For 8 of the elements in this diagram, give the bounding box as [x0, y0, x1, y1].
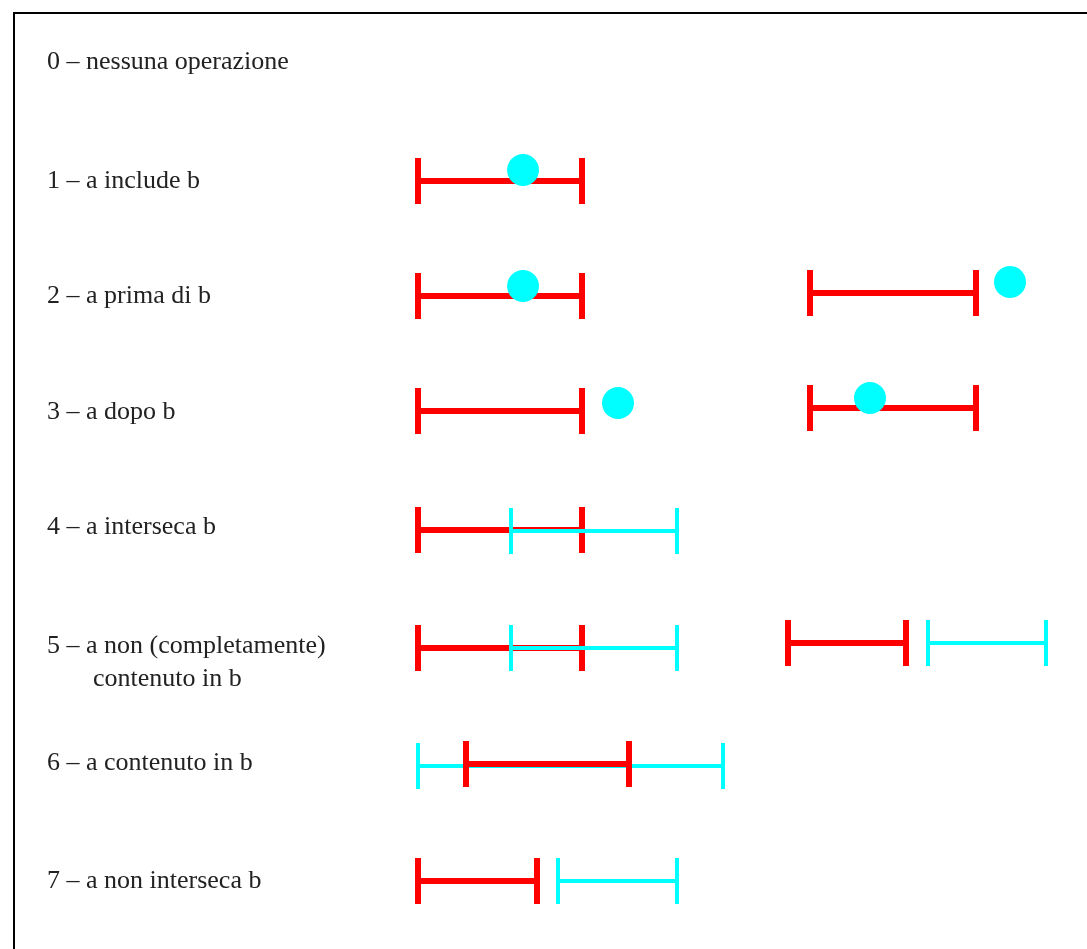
row-label: 4 – a interseca b [47, 510, 216, 542]
row-label: 2 – a prima di b [47, 279, 211, 311]
row-label: 1 – a include b [47, 164, 201, 196]
row-label: 0 – nessuna operazione [47, 45, 289, 77]
row-label: 5 – a non (completamente) contenuto in b [47, 629, 327, 694]
row-label: 6 – a contenuto in b [47, 746, 253, 778]
row-label: 7 – a non interseca b [47, 864, 262, 896]
row-label: 3 – a dopo b [47, 395, 176, 427]
